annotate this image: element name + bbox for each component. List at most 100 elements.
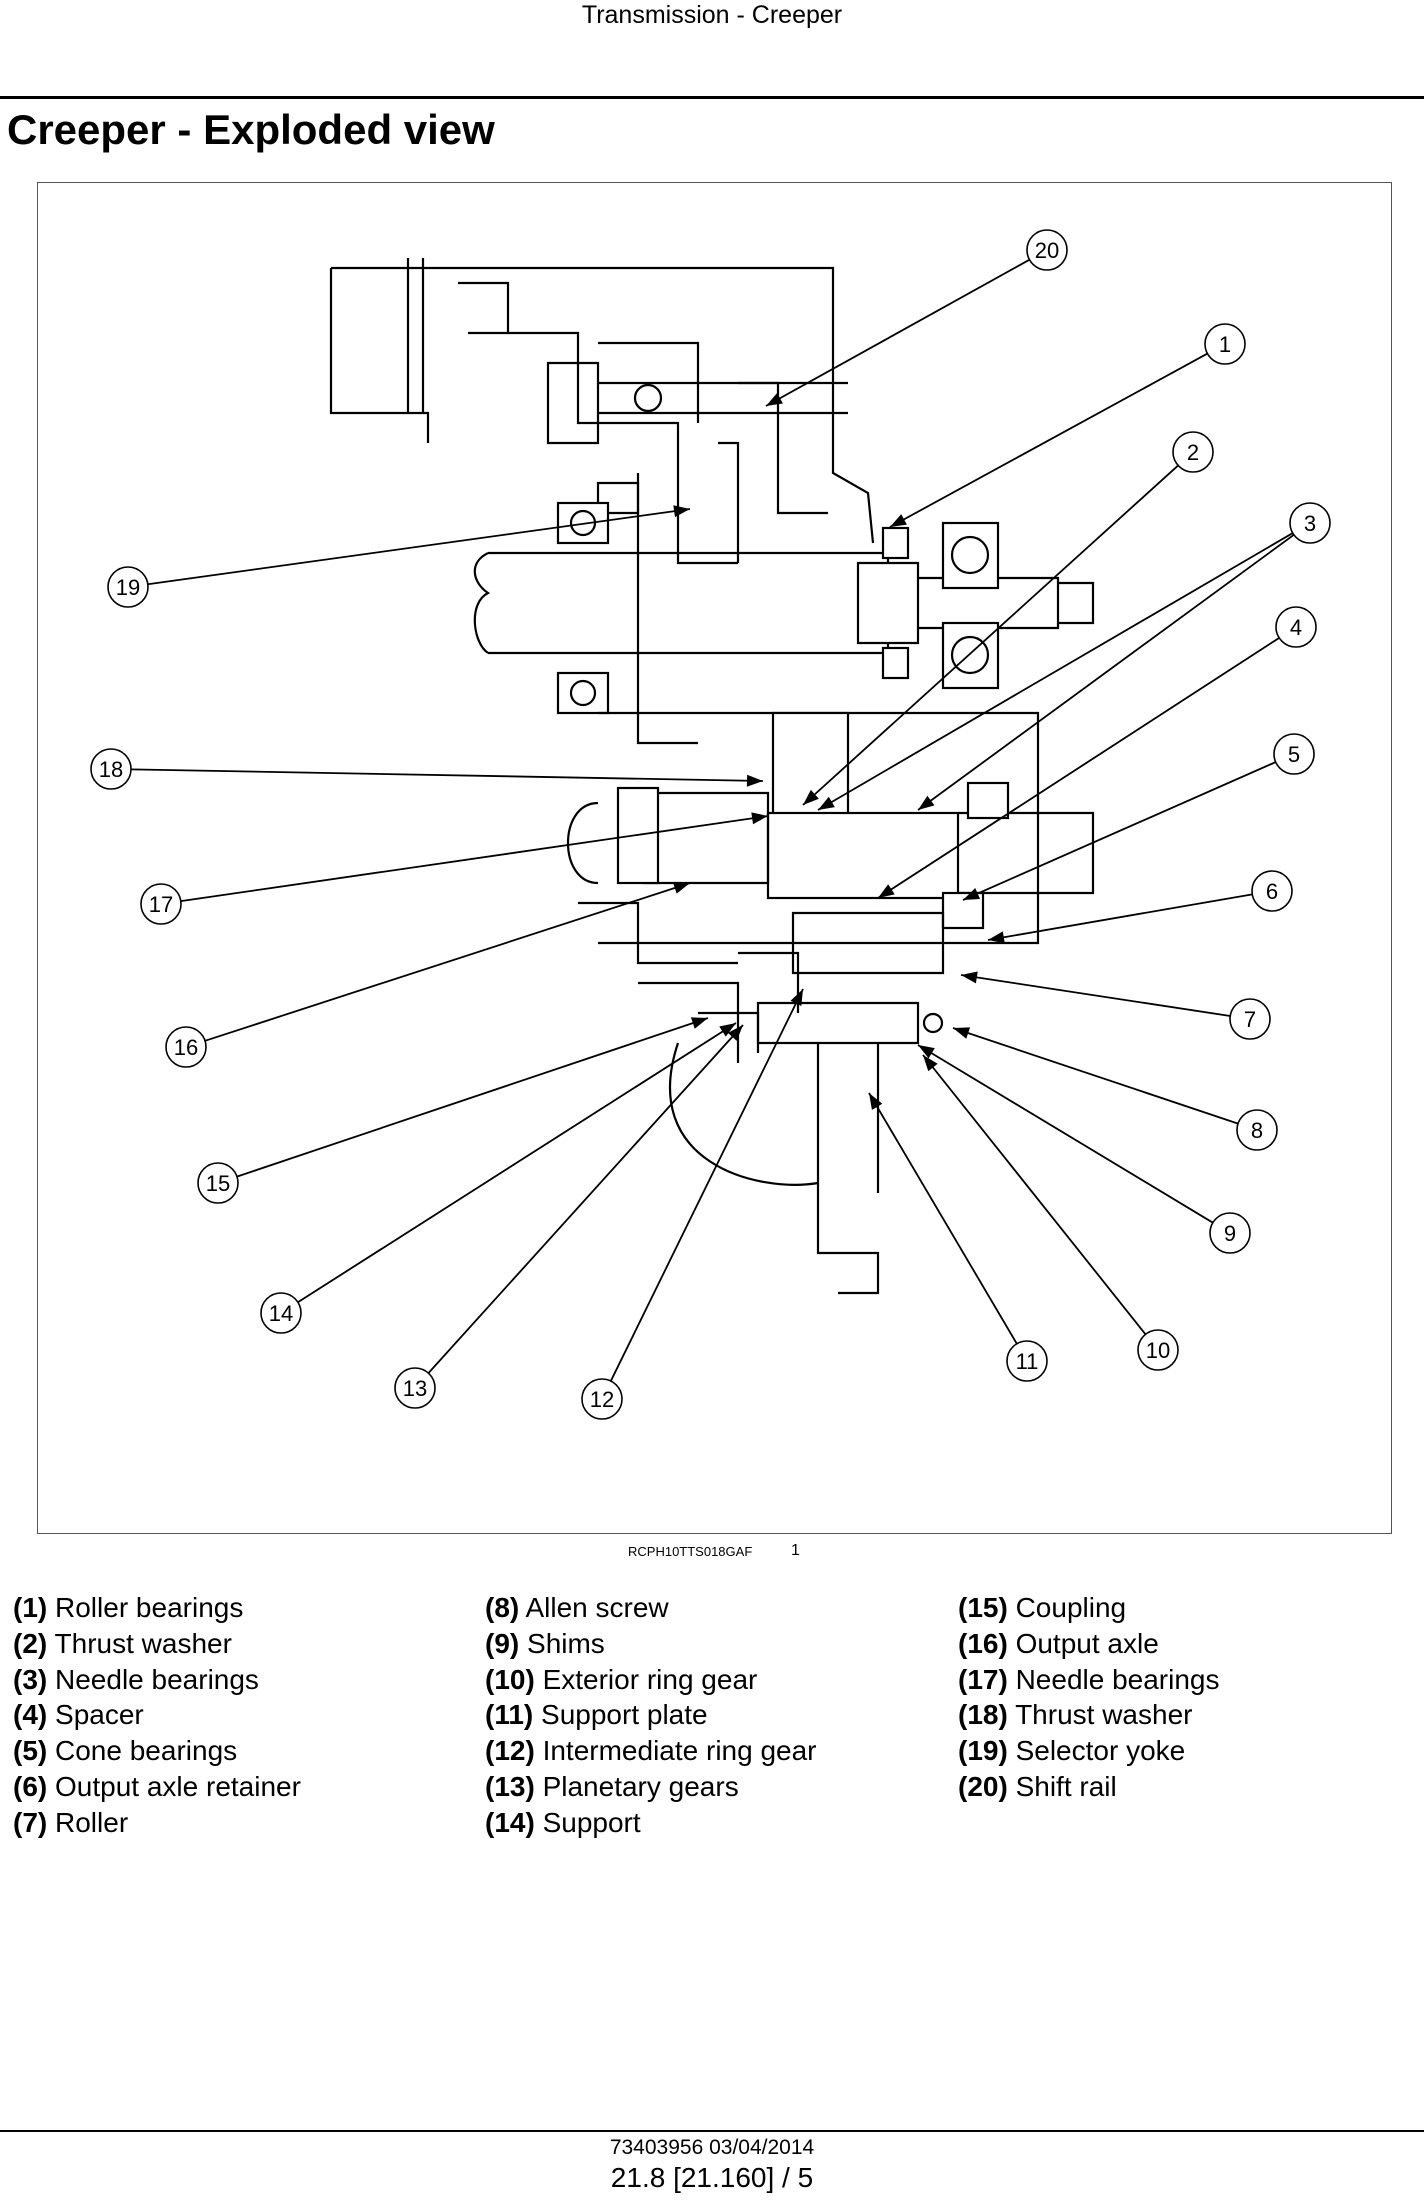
footer-divider: [0, 2130, 1424, 2132]
leader-line: [147, 508, 691, 586]
legend-item: (12) Intermediate ring gear: [485, 1735, 817, 1767]
leader-arrowhead: [869, 1093, 883, 1110]
legend-item: (4) Spacer: [13, 1699, 144, 1731]
callout-1: 1: [1204, 323, 1246, 365]
leader-arrowhead: [878, 884, 895, 898]
leader-line: [236, 1017, 709, 1178]
leader-line: [917, 534, 1295, 811]
callout-number: 9: [1224, 1221, 1236, 1246]
callout-13: 13: [394, 1367, 436, 1409]
callout-14: 14: [260, 1292, 302, 1334]
callout-18: 18: [90, 748, 132, 790]
callout-6: 6: [1251, 870, 1293, 912]
legend-column-1: (1) Roller bearings (2) Thrust washer (3…: [13, 1590, 301, 1841]
leader-line: [130, 768, 764, 782]
leader-arrowhead: [790, 989, 803, 1007]
leader-arrowhead: [672, 882, 690, 894]
leader-arrowhead: [751, 812, 768, 825]
callout-number: 14: [269, 1301, 293, 1326]
callout-number: 6: [1266, 879, 1278, 904]
leader-line: [817, 532, 1294, 811]
callout-circle: [165, 1026, 207, 1068]
planetary-assembly: [567, 711, 1095, 1013]
leader-arrowhead: [953, 1027, 971, 1039]
callout-circle: [1236, 1109, 1278, 1151]
leader-arrowhead: [766, 392, 783, 406]
transmission-housing: [329, 258, 875, 565]
callout-circle: [140, 883, 182, 925]
header-divider: [0, 96, 1424, 99]
callout-number: 18: [99, 757, 123, 782]
legend-item: (14) Support: [485, 1806, 641, 1838]
legend-item: (8) Allen screw: [485, 1592, 669, 1623]
callout-3: 3: [1289, 502, 1331, 544]
page-reference: 21.8 [21.160] / 5: [610, 2162, 814, 2193]
page-header-title: Transmission - Creeper: [581, 1, 843, 29]
callout-number: 7: [1244, 1007, 1256, 1032]
callout-number: 12: [590, 1387, 614, 1412]
leader-line: [427, 1024, 744, 1374]
shift-rail: [598, 381, 848, 415]
leader-arrowhead: [890, 514, 907, 527]
callout-circle: [1289, 502, 1331, 544]
leader-line: [960, 974, 1231, 1017]
callout-number: 15: [206, 1171, 230, 1196]
callout-2: 2: [1172, 431, 1214, 473]
callout-4: 4: [1275, 606, 1317, 648]
legend-item: (11) Support plate: [485, 1699, 708, 1731]
leader-arrowhead: [923, 1055, 938, 1072]
callout-number: 13: [403, 1376, 427, 1401]
callout-circle: [1229, 998, 1271, 1040]
document-reference: 73403956 03/04/2014: [609, 2136, 815, 2159]
callout-20: 20: [1026, 229, 1068, 271]
callout-number: 4: [1290, 615, 1302, 640]
legend-item: (1) Roller bearings: [13, 1592, 244, 1623]
leader-line: [609, 988, 804, 1382]
leader-line: [987, 893, 1253, 941]
leader-arrowhead: [803, 789, 819, 805]
legend-column-2: (8) Allen screw (9) Shims (10) Exterior …: [485, 1590, 817, 1841]
callout-circle: [1275, 606, 1317, 648]
legend-item: (16) Output axle: [958, 1627, 1159, 1659]
leader-arrowhead: [818, 796, 835, 810]
leader-line: [952, 1027, 1239, 1125]
callout-number: 5: [1288, 742, 1300, 767]
figure-number: 1: [791, 1542, 800, 1559]
leader-line: [204, 882, 691, 1042]
leader-line: [889, 352, 1208, 528]
callout-number: 16: [174, 1035, 198, 1060]
callout-circle: [1204, 323, 1246, 365]
callout-circle: [581, 1378, 623, 1420]
callout-leaders: [130, 258, 1295, 1382]
leader-arrowhead: [918, 1045, 935, 1059]
callout-17: 17: [140, 883, 182, 925]
callout-circle: [1251, 870, 1293, 912]
callout-10: 10: [1137, 1329, 1179, 1371]
callout-number: 1: [1219, 332, 1231, 357]
leader-line: [765, 258, 1030, 407]
callout-circle: [90, 748, 132, 790]
callout-number: 20: [1035, 238, 1059, 263]
leader-line: [802, 464, 1179, 806]
callout-12: 12: [581, 1378, 623, 1420]
callout-circle: [1026, 229, 1068, 271]
callout-19: 19: [107, 566, 149, 608]
leader-line: [297, 1022, 737, 1304]
legend-item: (3) Needle bearings: [13, 1663, 259, 1695]
support-and-coupling: [638, 981, 944, 1295]
input-shaft: [473, 551, 1095, 655]
leader-arrowhead: [690, 1017, 708, 1029]
callout-7: 7: [1229, 998, 1271, 1040]
legend-item: (5) Cone bearings: [13, 1735, 238, 1767]
leader-arrowhead: [746, 774, 763, 787]
callout-circle: [107, 566, 149, 608]
callout-number: 8: [1251, 1118, 1263, 1143]
leader-line: [922, 1054, 1147, 1335]
callout-circle: [1137, 1329, 1179, 1371]
figure-caption: RCPH10TTS018GAF 1: [0, 1542, 1424, 1564]
callout-16: 16: [165, 1026, 207, 1068]
callout-number: 11: [1016, 1349, 1039, 1374]
leader-arrowhead: [719, 1023, 736, 1037]
